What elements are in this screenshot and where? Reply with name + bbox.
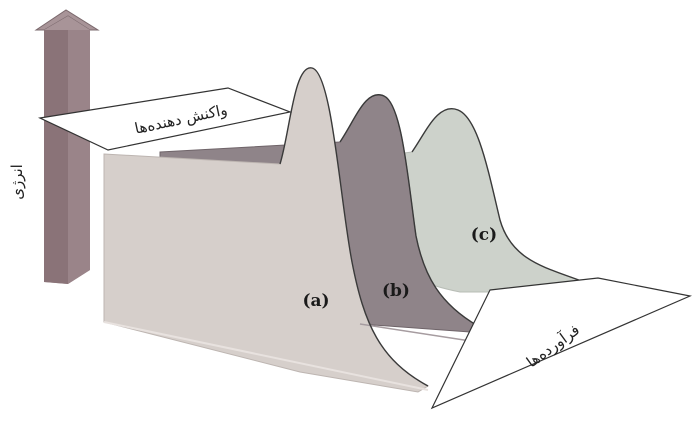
curve-c-tag: (c)	[471, 225, 497, 245]
curve-b-outline	[339, 93, 479, 327]
energy-arrow-shaft	[44, 30, 68, 284]
baseline-edge	[103, 321, 429, 391]
reactants-plane	[37, 87, 293, 151]
curve-a-tag: (a)	[302, 291, 329, 311]
products-plane	[430, 277, 693, 410]
products-sheet: فرآورده‌ها	[430, 277, 693, 410]
energy-arrow	[34, 9, 100, 284]
curve-c-outline	[411, 107, 585, 283]
reactants-sheet: واکنش دهنده‌ها	[37, 87, 293, 151]
energy-arrow-shaft-face	[68, 30, 90, 284]
curve-b-tag: (b)	[382, 281, 410, 301]
curve-a-outline	[279, 67, 429, 387]
energy-axis-label: انرژی	[8, 164, 26, 200]
